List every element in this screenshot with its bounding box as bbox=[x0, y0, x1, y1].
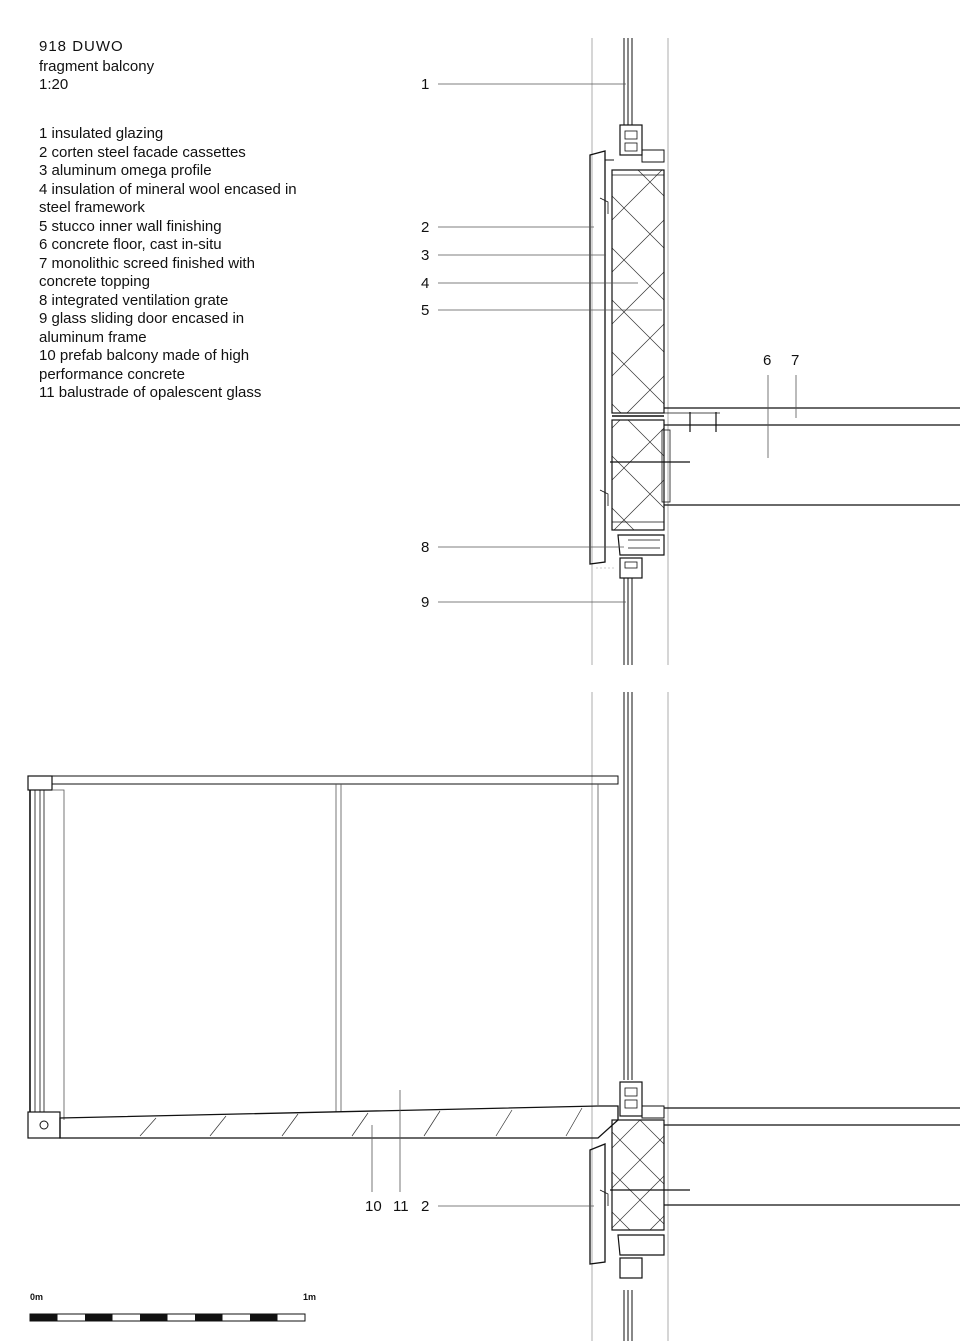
callout-2-bottom: 2 bbox=[421, 1198, 430, 1215]
legend-item: 11 balustrade of opalescent glass bbox=[39, 384, 262, 401]
mineral-wool-insulation bbox=[611, 169, 665, 414]
prefab-balcony-slab bbox=[59, 1105, 619, 1139]
drawing-subtitle: fragment balcony bbox=[39, 58, 155, 75]
callout-11: 11 bbox=[393, 1198, 409, 1215]
legend-item: 9 glass sliding door encased in aluminum… bbox=[39, 310, 245, 346]
legend-list: 1 insulated glazing 2 corten steel facad… bbox=[39, 125, 309, 403]
callout-3: 3 bbox=[421, 247, 430, 264]
callout-10: 10 bbox=[365, 1198, 382, 1215]
legend-item: 8 integrated ventilation grate bbox=[39, 291, 229, 309]
callout-2: 2 bbox=[421, 219, 430, 236]
callout-6: 6 bbox=[763, 352, 772, 369]
scale-start-label: 0m bbox=[30, 1292, 44, 1302]
scale-end-label: 1m bbox=[303, 1292, 317, 1302]
ventilation-grate bbox=[617, 534, 665, 556]
sliding-door-glass bbox=[623, 578, 633, 665]
callout-9: 9 bbox=[421, 594, 430, 611]
opalescent-glass-balustrade bbox=[27, 775, 619, 1139]
callout-1: 1 bbox=[421, 76, 430, 93]
bottom-leader-lines bbox=[371, 1090, 594, 1207]
legend-item: 5 stucco inner wall finishing bbox=[39, 217, 222, 235]
callout-4: 4 bbox=[421, 275, 430, 292]
drawing-scale: 1:20 bbox=[39, 76, 69, 93]
top-section-detail bbox=[438, 38, 960, 665]
bottom-section-detail bbox=[27, 692, 960, 1341]
legend-item: 1 insulated glazing bbox=[39, 125, 164, 142]
legend-item: 3 aluminum omega profile bbox=[39, 162, 212, 179]
legend-item: 4 insulation of mineral wool encased in … bbox=[39, 180, 297, 217]
legend-item: 10 prefab balcony made of high performan… bbox=[39, 347, 250, 383]
legend-item: 7 monolithic screed finished with concre… bbox=[39, 254, 255, 291]
insulated-glazing bbox=[623, 38, 633, 125]
callout-7: 7 bbox=[791, 352, 800, 369]
legend-item: 6 concrete floor, cast in-situ bbox=[39, 236, 222, 253]
scale-bar bbox=[29, 1313, 306, 1322]
callout-8: 8 bbox=[421, 539, 430, 556]
corten-cassette bbox=[589, 150, 606, 565]
top-leader-lines bbox=[438, 83, 797, 603]
callout-5: 5 bbox=[421, 302, 430, 319]
drawing-title: 918 DUWO bbox=[39, 38, 124, 55]
legend-item: 2 corten steel facade cassettes bbox=[39, 143, 246, 161]
